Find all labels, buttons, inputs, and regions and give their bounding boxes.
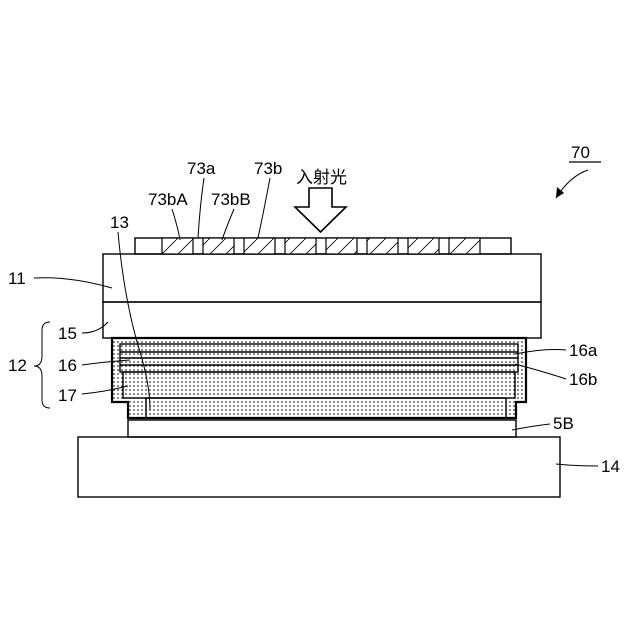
- label-11: 11: [8, 269, 26, 288]
- label-16: 16: [58, 356, 77, 375]
- label-15: 15: [58, 324, 77, 343]
- leader-73bA: [172, 209, 180, 240]
- layer-15: [103, 302, 541, 338]
- protective-coating: [112, 338, 526, 418]
- label-16a: 16a: [569, 341, 598, 360]
- brace-12: [34, 322, 50, 408]
- grating-element: [203, 238, 234, 254]
- grating-elements-73b: [162, 238, 480, 254]
- grating-element: [449, 238, 480, 254]
- label-14: 14: [601, 457, 620, 476]
- leader-5B: [512, 424, 550, 430]
- label-73bB: 73bB: [211, 190, 251, 209]
- label-16b: 16b: [569, 370, 597, 389]
- substrate-14: [78, 437, 560, 497]
- leader-15: [82, 322, 108, 333]
- incident-light-arrow: [295, 188, 346, 232]
- grating-element: [285, 238, 316, 254]
- grating-element: [162, 238, 193, 254]
- grating-element: [326, 238, 357, 254]
- grating-element: [244, 238, 275, 254]
- label-73a: 73a: [187, 159, 216, 178]
- leader-73b: [258, 178, 270, 238]
- leader-11: [34, 278, 112, 288]
- label-12: 12: [8, 356, 27, 375]
- label-73bA: 73bA: [148, 190, 188, 209]
- label-73b: 73b: [254, 159, 282, 178]
- label-5B: 5B: [553, 414, 574, 433]
- leader-14: [556, 464, 598, 466]
- bump-layer-5b: [128, 420, 516, 437]
- leader-73a: [198, 178, 204, 238]
- figure-number: 70: [571, 143, 590, 162]
- incident-light-label: 入射光: [296, 168, 347, 187]
- layer-11: [103, 254, 541, 302]
- grating-element: [367, 238, 398, 254]
- label-13: 13: [110, 213, 129, 232]
- leader-73bB: [222, 209, 234, 240]
- label-17: 17: [58, 386, 77, 405]
- grating-element: [408, 238, 439, 254]
